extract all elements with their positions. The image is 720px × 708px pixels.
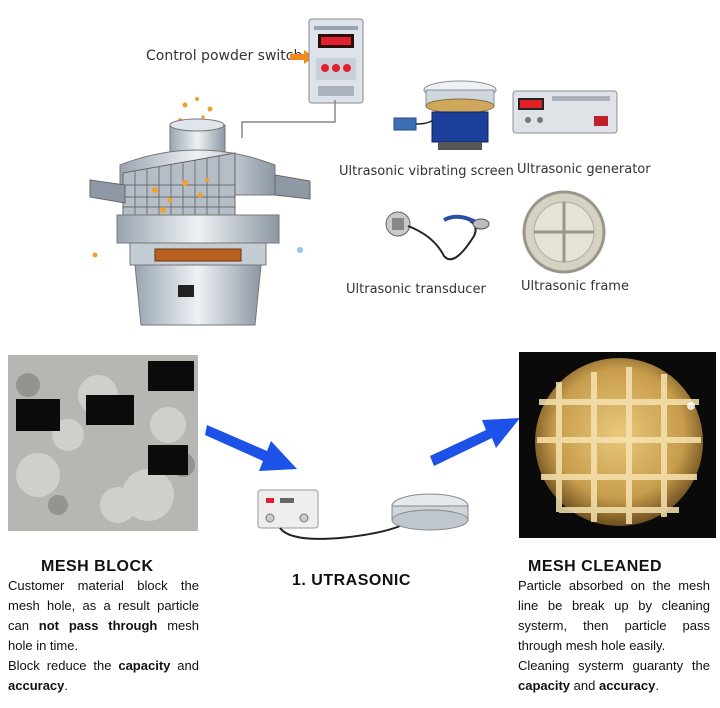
mesh-cleaned-text: Particle absorbed on the mesh line be br… [518, 576, 710, 696]
control-cable [241, 100, 336, 138]
mesh-block-photo [8, 355, 198, 531]
mesh-block-title: MESH BLOCK [41, 558, 154, 575]
pointer-arrow-icon [290, 50, 314, 64]
control-box-image [308, 18, 364, 104]
vibrating-screen-label: Ultrasonic vibrating screen [339, 164, 514, 179]
mesh-cleaned-text-4: . [655, 678, 659, 693]
mesh-cleaned-text-2: Cleaning systerm guaranty the [518, 658, 710, 673]
capacity-emphasis-right: capacity [518, 678, 571, 693]
arrow-up-right-icon [430, 418, 520, 466]
mesh-block-text-3: Block reduce the [8, 658, 119, 673]
mesh-block-text-5: . [64, 678, 69, 693]
mesh-block-text-4: and [170, 658, 199, 673]
transducer-label: Ultrasonic transducer [346, 282, 486, 297]
ultrasonic-frame-image [522, 190, 606, 274]
capacity-emphasis: capacity [118, 658, 171, 673]
ultrasonic-vibrating-screen-image [393, 80, 497, 150]
mesh-block-text-1: Customer material block the mesh hole, a… [8, 578, 199, 633]
accuracy-emphasis-right: accuracy [598, 678, 656, 693]
mesh-block-text-2: mesh hole in time. [8, 618, 200, 653]
generator-label: Ultrasonic generator [517, 162, 651, 177]
ultrasonic-transducer-image [385, 211, 490, 261]
ultrasonic-device-image [257, 489, 469, 540]
mesh-cleaned-title: MESH CLEANED [528, 558, 663, 575]
mesh-cleaned-text-3: and [570, 678, 599, 693]
vibrating-screen-machine-image [89, 97, 311, 326]
ultrasonic-title: 1. UTRASONIC [292, 572, 411, 589]
accuracy-emphasis: accuracy [8, 678, 65, 693]
arrow-down-right-icon [205, 425, 297, 471]
mesh-block-text: Customer material block the mesh hole, a… [8, 576, 199, 696]
ultrasonic-generator-image [512, 90, 618, 134]
frame-label: Ultrasonic frame [521, 279, 629, 294]
mesh-cleaned-text-1: Particle absorbed on the mesh line be br… [518, 578, 710, 653]
mesh-block-emphasis: not pass through [38, 618, 158, 633]
mesh-cleaned-photo [519, 352, 716, 538]
control-switch-label: Control powder switch [146, 48, 303, 64]
